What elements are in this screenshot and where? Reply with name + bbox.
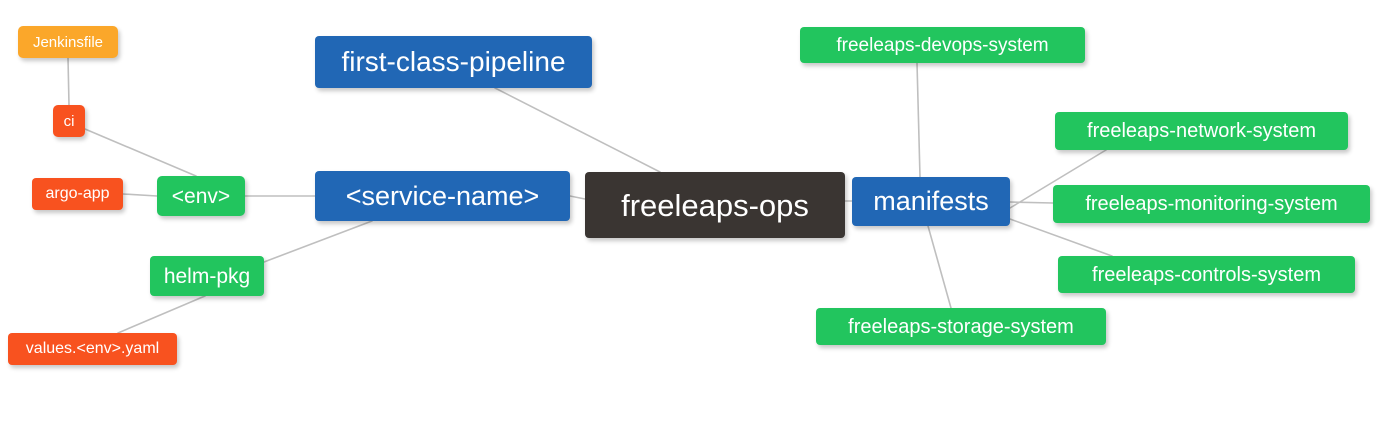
node-freeleaps-ops[interactable]: freeleaps-ops <box>585 172 845 238</box>
edge-manifests-to-freeleaps-storage-system <box>927 225 952 309</box>
node-helm-pkg[interactable]: helm-pkg <box>150 256 264 296</box>
node-label-jenkinsfile: Jenkinsfile <box>32 33 104 51</box>
node-env[interactable]: <env> <box>157 176 245 216</box>
node-label-freeleaps-devops-system: freeleaps-devops-system <box>836 34 1049 56</box>
node-freeleaps-monitoring-system[interactable]: freeleaps-monitoring-system <box>1053 185 1370 223</box>
edge-first-class-pipeline-to-freeleaps-ops <box>494 87 661 173</box>
node-freeleaps-storage-system[interactable]: freeleaps-storage-system <box>816 308 1106 345</box>
node-label-freeleaps-storage-system: freeleaps-storage-system <box>848 315 1074 338</box>
node-label-freeleaps-controls-system: freeleaps-controls-system <box>1092 263 1321 286</box>
edge-service-name-to-freeleaps-ops <box>569 195 586 200</box>
edge-manifests-to-freeleaps-devops-system <box>916 62 921 178</box>
node-freeleaps-controls-system[interactable]: freeleaps-controls-system <box>1058 256 1355 293</box>
edge-manifests-to-freeleaps-monitoring-system <box>1009 201 1054 204</box>
edge-values-yaml-to-helm-pkg <box>117 295 206 334</box>
node-first-class-pipeline[interactable]: first-class-pipeline <box>315 36 592 88</box>
node-label-helm-pkg: helm-pkg <box>163 264 251 288</box>
edge-argo-app-to-env <box>122 193 158 197</box>
node-freeleaps-network-system[interactable]: freeleaps-network-system <box>1055 112 1348 150</box>
node-label-freeleaps-monitoring-system: freeleaps-monitoring-system <box>1085 193 1338 215</box>
node-label-first-class-pipeline: first-class-pipeline <box>341 46 566 77</box>
node-label-freeleaps-network-system: freeleaps-network-system <box>1087 120 1316 142</box>
edge-helm-pkg-to-service-name <box>263 220 373 263</box>
edge-ci-to-env <box>84 128 197 177</box>
node-label-manifests: manifests <box>873 186 989 216</box>
node-service-name[interactable]: <service-name> <box>315 171 570 221</box>
edge-manifests-to-freeleaps-controls-system <box>1009 218 1113 257</box>
node-values-yaml[interactable]: values.<env>.yaml <box>8 333 177 365</box>
node-label-service-name: <service-name> <box>345 180 540 211</box>
node-freeleaps-devops-system[interactable]: freeleaps-devops-system <box>800 27 1085 63</box>
node-ci[interactable]: ci <box>53 105 85 137</box>
node-argo-app[interactable]: argo-app <box>32 178 123 210</box>
node-label-ci: ci <box>63 112 75 130</box>
node-jenkinsfile[interactable]: Jenkinsfile <box>18 26 118 58</box>
node-label-env: <env> <box>171 184 231 208</box>
node-label-values-yaml: values.<env>.yaml <box>25 340 160 357</box>
node-label-argo-app: argo-app <box>45 185 110 202</box>
node-label-freeleaps-ops: freeleaps-ops <box>621 187 809 223</box>
node-manifests[interactable]: manifests <box>852 177 1010 226</box>
edge-jenkinsfile-to-ci <box>67 57 70 106</box>
